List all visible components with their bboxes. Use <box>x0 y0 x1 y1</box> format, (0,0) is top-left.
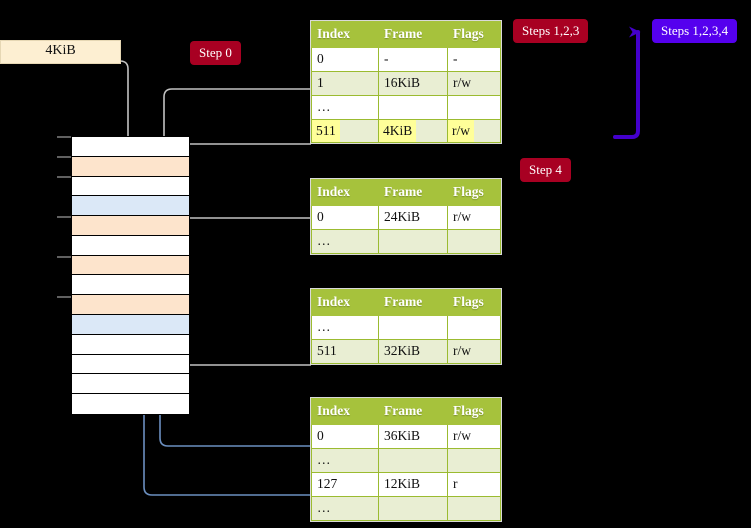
connector-l4-row511 <box>176 143 311 164</box>
column-header-flags: Flags <box>447 179 501 206</box>
table-cell: … <box>311 95 379 120</box>
memory-frame-row <box>72 394 189 414</box>
table-cell: r/w <box>447 205 501 230</box>
table-cell: r/w <box>447 424 501 449</box>
table-cell: 16KiB <box>378 71 448 96</box>
table-cell: 0 <box>311 47 379 72</box>
table-cell <box>378 95 448 120</box>
memory-frame-row <box>72 176 189 197</box>
table-cell <box>447 315 501 340</box>
table-cell: 12KiB <box>378 472 448 497</box>
memory-frame-row <box>72 255 189 276</box>
table-cell: r <box>447 472 501 497</box>
column-header-flags: Flags <box>447 398 501 425</box>
table-cell <box>447 448 501 473</box>
table-cell: r/w <box>447 71 501 96</box>
memory-frame-row <box>72 354 189 375</box>
table-cell: … <box>311 229 379 254</box>
table-cell <box>378 229 448 254</box>
column-header-index: Index <box>311 289 379 316</box>
table-cell: 127 <box>311 472 379 497</box>
column-header-frame: Frame <box>378 179 448 206</box>
size-tag-4kib: 4KiB <box>0 40 121 64</box>
table-cell: - <box>447 47 501 72</box>
column-header-frame: Frame <box>378 398 448 425</box>
table-cell: … <box>311 496 379 521</box>
memory-frame-row <box>72 216 189 236</box>
table-cell <box>378 315 448 340</box>
table-cell: 0 <box>311 424 379 449</box>
table-cell: 511 <box>311 119 379 143</box>
column-header-index: Index <box>311 398 379 425</box>
table-cell <box>378 448 448 473</box>
steps-bracket-arrow <box>613 26 641 139</box>
table-cell: 4KiB <box>378 119 448 143</box>
table-row: 0-- <box>311 47 501 72</box>
table-cell: - <box>378 47 448 72</box>
column-header-frame: Frame <box>378 289 448 316</box>
table-row: … <box>311 315 501 340</box>
memory-frame-row <box>72 334 189 355</box>
table-cell: 32KiB <box>378 339 448 364</box>
table-cell <box>447 95 501 120</box>
column-header-flags: Flags <box>447 289 501 316</box>
table-row: … <box>311 229 501 254</box>
memory-frame-row <box>72 196 189 217</box>
memory-frame-row <box>72 295 189 316</box>
table-cell: 24KiB <box>378 205 448 230</box>
table-cell: 511 <box>311 339 379 364</box>
memory-frame-row <box>72 374 189 395</box>
badge-step-0: Step 0 <box>190 41 241 65</box>
connector-l2-row511 <box>171 316 311 366</box>
table-row: … <box>311 95 501 120</box>
badge-step-4: Step 4 <box>520 158 571 182</box>
badge-steps-1-2-3-4: Steps 1,2,3,4 <box>652 19 738 43</box>
connector-l3-row0 <box>176 217 311 259</box>
memory-frame-row <box>72 137 189 157</box>
table-cell: 36KiB <box>378 424 448 449</box>
table-cell: r/w <box>447 339 501 364</box>
table-cell <box>447 496 501 521</box>
table-row: … <box>311 448 501 473</box>
table-cell: r/w <box>447 119 501 143</box>
memory-frame-row <box>72 156 189 177</box>
memory-frame-row <box>72 275 189 296</box>
table-cell: 1 <box>311 71 379 96</box>
table-cell: 0 <box>311 205 379 230</box>
memory-frame-row <box>72 235 189 256</box>
memory-frame-row <box>72 315 189 335</box>
column-header-index: Index <box>311 21 379 48</box>
table-cell: … <box>311 448 379 473</box>
table-cell: … <box>311 315 379 340</box>
column-header-frame: Frame <box>378 21 448 48</box>
physical-memory-column <box>71 136 190 415</box>
frame-tick-marks <box>57 136 71 298</box>
table-cell <box>378 496 448 521</box>
table-row: … <box>311 496 501 521</box>
column-header-index: Index <box>311 179 379 206</box>
table-cell <box>447 229 501 254</box>
column-header-flags: Flags <box>447 21 501 48</box>
badge-steps-1-2-3: Steps 1,2,3 <box>513 19 589 43</box>
